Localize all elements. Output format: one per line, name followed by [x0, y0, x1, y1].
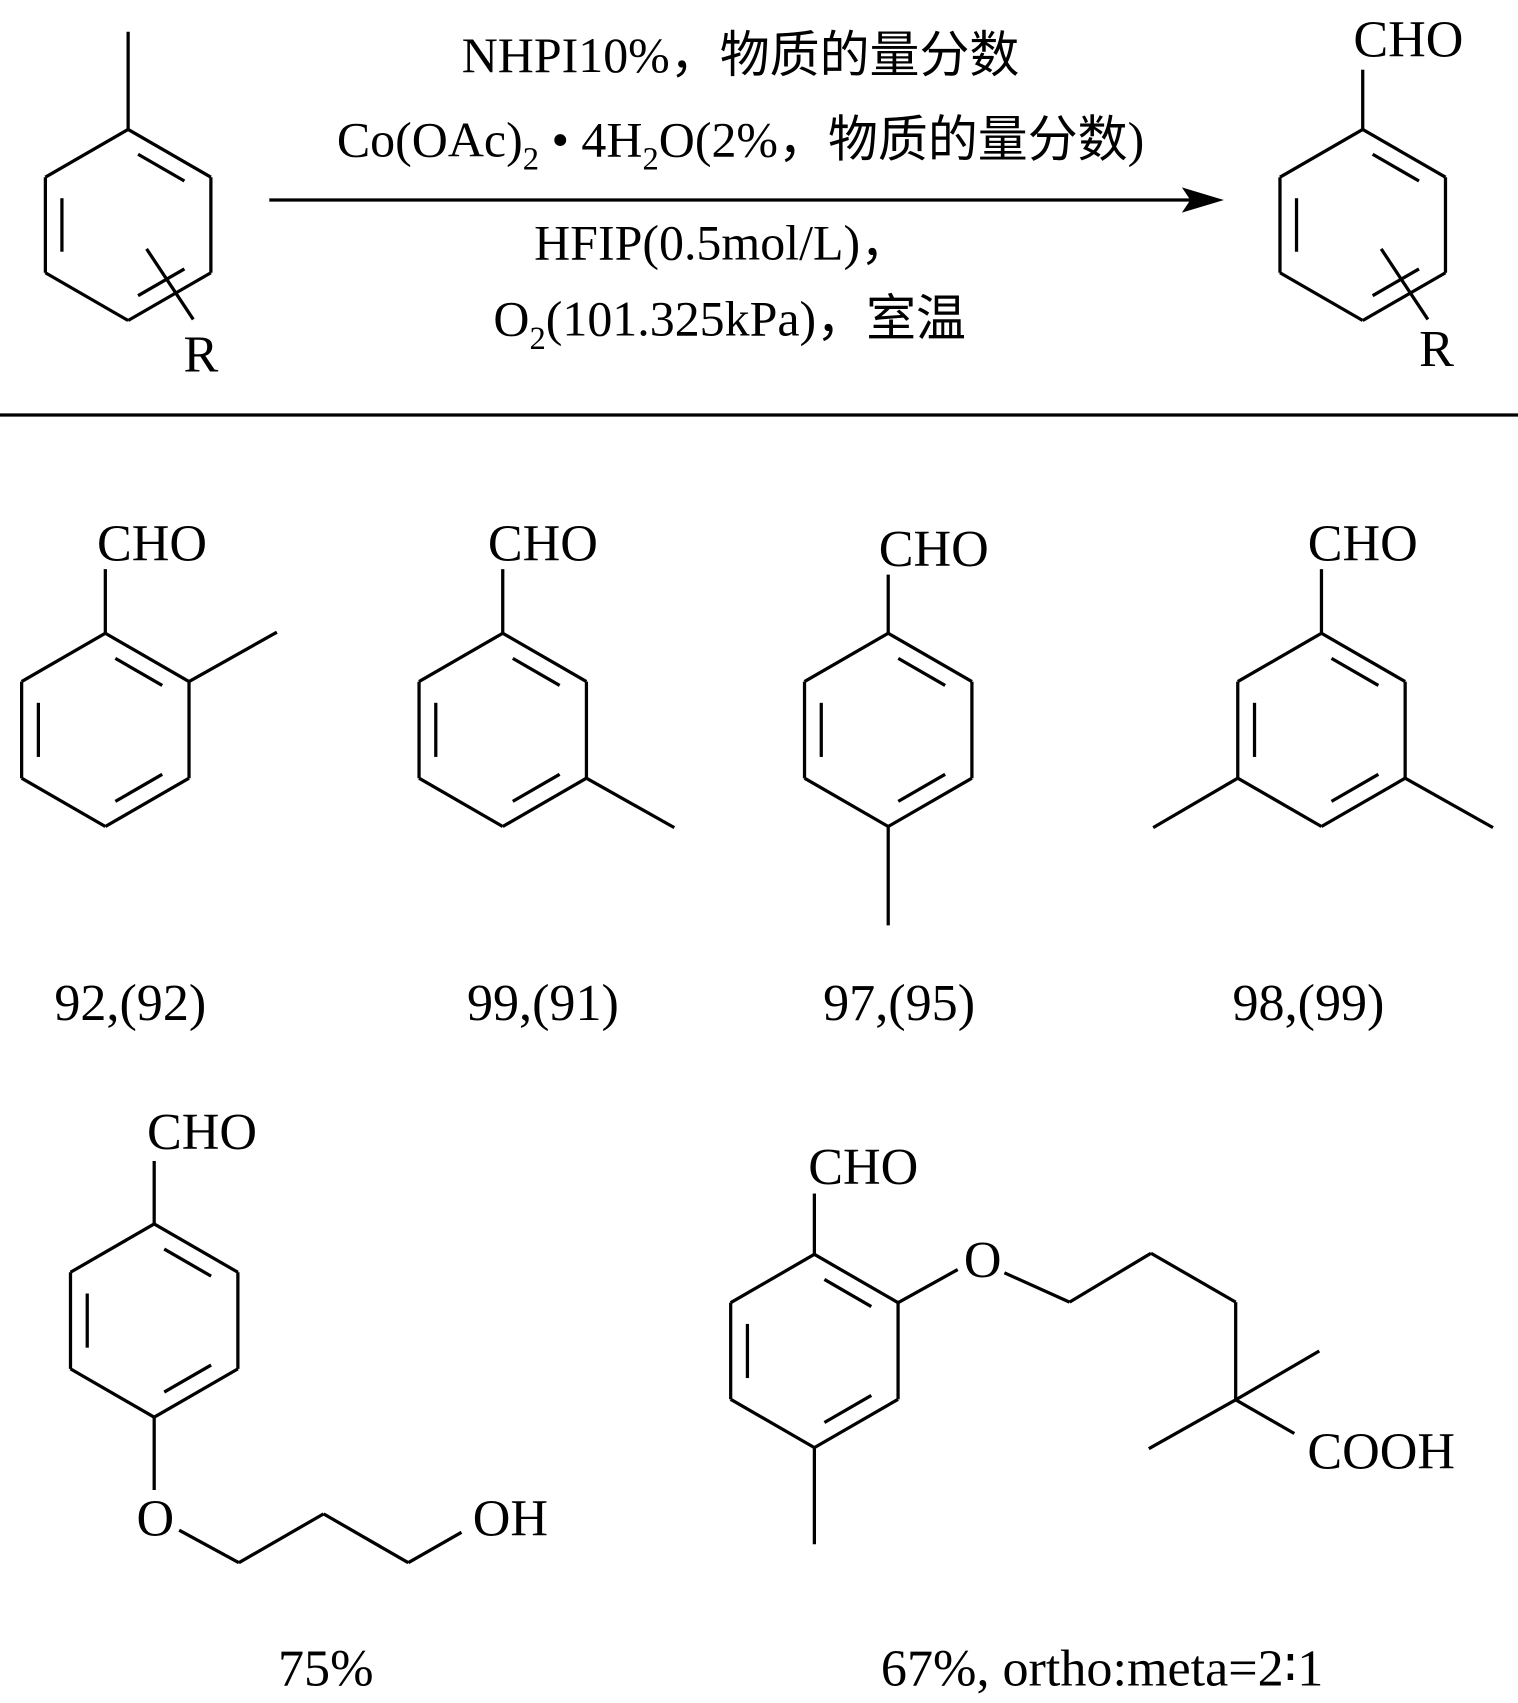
product-4-yield: 98,(99): [1232, 975, 1384, 1032]
product-double-bond: [1371, 267, 1420, 298]
product-6-methyl-a: [1234, 1349, 1321, 1402]
product-6-chain: [1150, 1251, 1237, 1304]
bond-lines: [20, 31, 1494, 1565]
product-6-ring-bond: [729, 1252, 816, 1305]
condition-solvent: HFIP(0.5mol/L)，: [534, 215, 910, 271]
product-5-ring-bond: [153, 1367, 239, 1419]
product-6-chain: [1003, 1271, 1071, 1304]
reactant-ring-bond: [127, 128, 212, 179]
product-1-double-bond: [114, 772, 164, 803]
product-6-cooh: COOH: [1307, 1423, 1455, 1480]
product-4-methyl-b: [1152, 776, 1239, 830]
product-3-ring-bond: [803, 776, 890, 828]
product-6-o-bond: [897, 1268, 959, 1305]
product-ring-bond: [1279, 271, 1364, 322]
product-2-cho: CHO: [488, 515, 598, 572]
reactant-ring-bond: [127, 271, 212, 322]
product-5-ring-bond: [69, 1222, 156, 1274]
product-5-chain: [178, 1528, 240, 1565]
product-2-ring-bond: [418, 776, 504, 828]
reactant-ring-bond: [44, 271, 129, 322]
product-5-double-bond: [163, 1363, 212, 1394]
reactant-ring-bond: [44, 128, 129, 179]
product-4-ring-bond: [1320, 776, 1406, 828]
product-1-double-bond: [114, 656, 164, 687]
product-4-cho: CHO: [1308, 515, 1418, 572]
reactant-double-bond: [137, 152, 186, 183]
product-3-double-bond: [897, 772, 946, 803]
product-2-ring-bond: [418, 631, 504, 683]
product-1-cho: CHO: [97, 515, 207, 572]
product-5-chain: [322, 1512, 410, 1565]
product-1-ring-bond: [20, 631, 107, 683]
product-5-double-bond: [163, 1247, 212, 1278]
product-ring-bond: [1361, 271, 1447, 322]
product-6-double-bond: [823, 1394, 873, 1424]
product-5-yield: 75%: [278, 1640, 374, 1697]
product-5-cho: CHO: [147, 1104, 257, 1161]
product-5-ring-bond: [69, 1367, 156, 1419]
product-4-ring-bond: [1320, 631, 1406, 683]
product-3-ring-bond: [887, 776, 973, 828]
product-6-ring-bond: [813, 1397, 899, 1450]
product-1-ring-bond: [104, 776, 190, 828]
product-2-yield: 99,(91): [467, 975, 619, 1032]
product-5-chain: [238, 1512, 325, 1565]
product-6-methyl-b: [1148, 1398, 1237, 1451]
reactant-r-label: R: [183, 327, 218, 384]
product-2-double-bond: [511, 772, 561, 803]
product-6-acid-bond: [1234, 1398, 1296, 1435]
product-4-ring-bond: [1236, 631, 1323, 683]
product-1-methyl: [188, 630, 278, 683]
condition-atmosphere: O2(101.325kPa)，室温: [493, 291, 966, 357]
product-1-ring-bond: [20, 776, 107, 828]
product-6-cho: CHO: [808, 1139, 918, 1196]
reactant-double-bond: [137, 267, 186, 298]
product-4-methyl-a: [1404, 776, 1494, 830]
product-5-oh: OH: [473, 1491, 548, 1548]
product-3-ring-bond: [803, 631, 890, 683]
product-5-chain: [407, 1530, 463, 1565]
product-ring-bond: [1279, 128, 1364, 179]
product-6-ether-o: O: [964, 1232, 1002, 1289]
product-6-chain: [1068, 1251, 1152, 1304]
product-4-double-bond: [1330, 656, 1380, 687]
product-5-ether-o: O: [136, 1491, 174, 1548]
product-6-ring-bond: [813, 1252, 899, 1305]
product-3-ring-bond: [887, 631, 973, 683]
product-2-ring-bond: [501, 776, 588, 828]
product-4-ring-bond: [1236, 776, 1323, 828]
product-1-ring-bond: [104, 631, 190, 683]
product-4-double-bond: [1330, 772, 1380, 803]
product-cho-label: CHO: [1353, 12, 1463, 69]
product-double-bond: [1371, 152, 1420, 183]
product-r-bond: [1379, 247, 1430, 321]
product-6-double-bond: [823, 1278, 873, 1308]
product-ring-bond: [1361, 128, 1447, 179]
product-2-ring-bond: [501, 631, 588, 683]
product-3-yield: 97,(95): [823, 975, 975, 1032]
product-6-yield: 67%, ortho:meta=2∶1: [881, 1640, 1323, 1697]
arrow-head-icon: [1181, 187, 1224, 213]
product-2-double-bond: [511, 656, 561, 687]
product-r-label: R: [1419, 321, 1454, 378]
product-3-double-bond: [897, 656, 946, 687]
product-5-ring-bond: [153, 1222, 239, 1274]
condition-catalyst: NHPI10%，物质的量分数: [462, 27, 1020, 83]
reactant-r-bond: [145, 247, 195, 321]
condition-cocatalyst: Co(OAc)2 • 4H2O(2%，物质的量分数): [337, 112, 1144, 178]
product-1-yield: 92,(92): [54, 975, 206, 1032]
product-3-cho: CHO: [879, 521, 989, 578]
product-2-methyl: [585, 776, 676, 830]
product-6-ring-bond: [729, 1397, 816, 1450]
